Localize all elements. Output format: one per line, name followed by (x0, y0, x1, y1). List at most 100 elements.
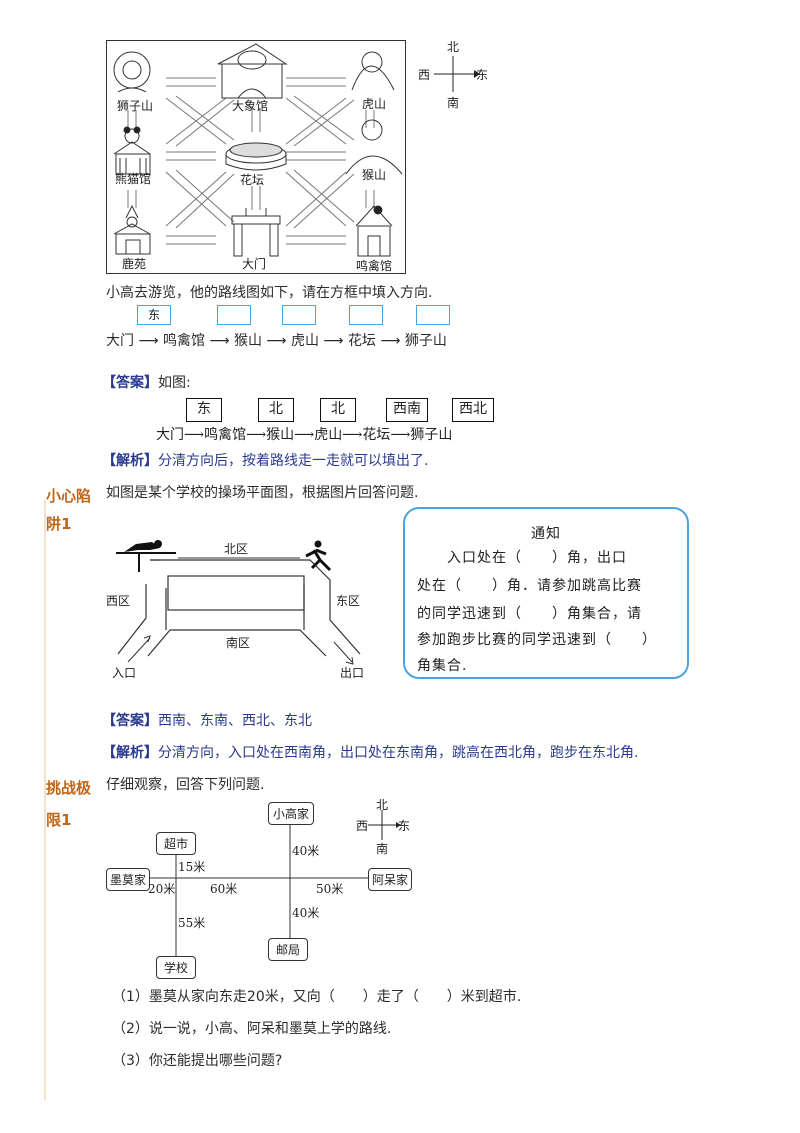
route-stop: 花坛 (362, 427, 391, 443)
dist-50: 50米 (316, 882, 344, 896)
route-stop: 花坛 (347, 333, 376, 349)
arrow-right-icon: ⟶ (342, 427, 363, 443)
q3-question: 仔细观察，回答下列问题. (106, 777, 265, 793)
node-post: 邮局 (268, 938, 308, 961)
answer-box-5: 西北 (452, 398, 494, 422)
deer-icon (113, 204, 151, 255)
answer-box-1: 东 (186, 398, 222, 422)
label-panda: 熊猫馆 (115, 172, 152, 186)
label-lion: 狮子山 (117, 99, 154, 113)
entrance-label: 入口 (112, 666, 137, 680)
q1-answer-line: 【答案】如图: (102, 372, 191, 392)
fill-box-5[interactable] (416, 305, 450, 325)
compass-w: 西 (356, 819, 369, 833)
arrow-right-icon: ⟶ (380, 333, 405, 349)
answer-box-4: 西南 (386, 398, 428, 422)
route-network-lines (150, 824, 368, 956)
node-moma: 墨莫家 (106, 868, 150, 891)
compass-s: 南 (376, 842, 389, 856)
dist-15: 15米 (178, 860, 206, 874)
gate-icon (231, 208, 281, 257)
arrow-right-icon: ⟶ (209, 333, 234, 349)
arrow-right-icon: ⟶ (294, 427, 315, 443)
q3-sub-1: （1）墨莫从家向东走20米，又向（ ）走了（ ）米到超市. (112, 989, 522, 1005)
q2-answer-line: 【答案】西南、东南、西北、东北 (102, 710, 312, 730)
fill-box-4[interactable] (349, 305, 383, 325)
label-monkey: 猴山 (362, 168, 387, 182)
panda-icon (113, 126, 151, 175)
flower-bed-icon (225, 142, 287, 171)
arrow-right-icon: ⟶ (390, 427, 411, 443)
route-stop: 虎山 (290, 333, 319, 349)
elephant-icon (217, 43, 288, 99)
label-tiger: 虎山 (362, 97, 387, 111)
west-area: 西区 (106, 594, 131, 608)
q1-analysis-line: 【解析】分清方向后，按着路线走一走就可以填出了. (102, 450, 428, 470)
arrow-right-icon: ⟶ (184, 427, 205, 443)
section-tag-trap: 小心陷 阱1 (46, 482, 91, 538)
section-tag-line: 挑战极 (46, 779, 92, 797)
fill-box-3[interactable] (282, 305, 316, 325)
answer-text: 西南、东南、西北、东北 (158, 713, 312, 729)
east-area: 东区 (336, 594, 361, 608)
analysis-tag: 【解析】 (102, 453, 158, 469)
dist-20: 20米 (148, 882, 176, 896)
q3-sub-3: （3）你还能提出哪些问题? (112, 1053, 283, 1069)
notice-line: 角集合. (417, 658, 468, 674)
node-market: 超市 (156, 832, 196, 855)
dist-40-south: 40米 (292, 906, 320, 920)
route-stop: 鸣禽馆 (162, 333, 205, 349)
label-gate: 大门 (242, 257, 267, 271)
route-network: 小高家 超市 墨莫家 阿呆家 邮局 学校 15米 40米 20米 60米 50米… (104, 796, 424, 980)
route-stop: 虎山 (314, 427, 343, 443)
node-home-xg: 小高家 (268, 802, 314, 825)
q2-question: 如图是某个学校的操场平面图，根据图片回答问题. (106, 485, 419, 501)
arrow-right-icon: ⟶ (138, 333, 163, 349)
fill-box-2[interactable] (217, 305, 251, 325)
section-tag-line: 阱1 (46, 515, 72, 533)
fill-box-1[interactable]: 东 (137, 305, 171, 325)
notice-line: 处在（ ）角．请参加跳高比赛 (417, 578, 642, 594)
node-adai: 阿呆家 (368, 868, 412, 891)
label-bird: 鸣禽馆 (356, 259, 393, 273)
route-stop: 狮子山 (404, 333, 447, 349)
q1-question: 小高去游览，他的路线图如下，请在方框中填入方向. (106, 285, 433, 301)
notice-box: 通知 入口处在（ ）角，出口 处在（ ）角．请参加跳高比赛 的同学迅速到（ ）角… (403, 507, 689, 679)
arrow-right-icon: ⟶ (246, 427, 267, 443)
notice-line: 入口处在（ ）角，出口 (447, 550, 627, 566)
answer-box-2: 北 (258, 398, 294, 422)
runner-icon (305, 540, 332, 572)
route-stop: 大门 (156, 427, 184, 443)
tiger-icon (351, 51, 395, 91)
section-tag-line: 小心陷 (46, 487, 92, 505)
route-stop: 猴山 (266, 427, 295, 443)
left-rule (44, 500, 46, 1100)
playground-map: 北区 西区 东区 南区 入口 出口 (100, 530, 380, 690)
route-stop: 狮子山 (410, 427, 453, 443)
south-area: 南区 (226, 636, 251, 650)
compass-e: 东 (476, 68, 489, 82)
route-stop: 猴山 (233, 333, 262, 349)
answer-box-3: 北 (320, 398, 356, 422)
label-deer: 鹿苑 (122, 257, 147, 271)
north-area: 北区 (224, 542, 249, 556)
analysis-text: 分清方向后，按着路线走一走就可以填出了. (158, 453, 429, 469)
dist-60: 60米 (210, 882, 238, 896)
compass-s: 南 (447, 96, 460, 110)
notice-line: 的同学迅速到（ ）角集合，请 (417, 606, 642, 622)
exit-label: 出口 (340, 666, 365, 680)
compass-1: 北 西 东 南 (418, 38, 488, 110)
route-stop: 鸣禽馆 (204, 427, 247, 443)
compass-arrow-icon (434, 56, 480, 92)
zoo-map: 狮子山 大象馆 虎山 熊猫馆 花坛 猴山 鹿苑 大门 鸣禽馆 (106, 40, 406, 274)
section-tag-line: 限1 (46, 811, 72, 829)
high-jump-icon (116, 540, 176, 572)
zoo-map-drawing (106, 40, 406, 274)
dist-55: 55米 (178, 916, 206, 930)
notice-line: 参加跑步比赛的同学迅速到（ ） (417, 632, 657, 648)
compass-arrow-icon (368, 810, 401, 840)
q3-sub-2: （2）说一说，小高、阿呆和墨莫上学的路线. (112, 1021, 392, 1037)
playground-drawing (116, 540, 361, 665)
compass-2: 北 西 东 南 (356, 796, 412, 856)
arrow-right-icon: ⟶ (323, 333, 348, 349)
